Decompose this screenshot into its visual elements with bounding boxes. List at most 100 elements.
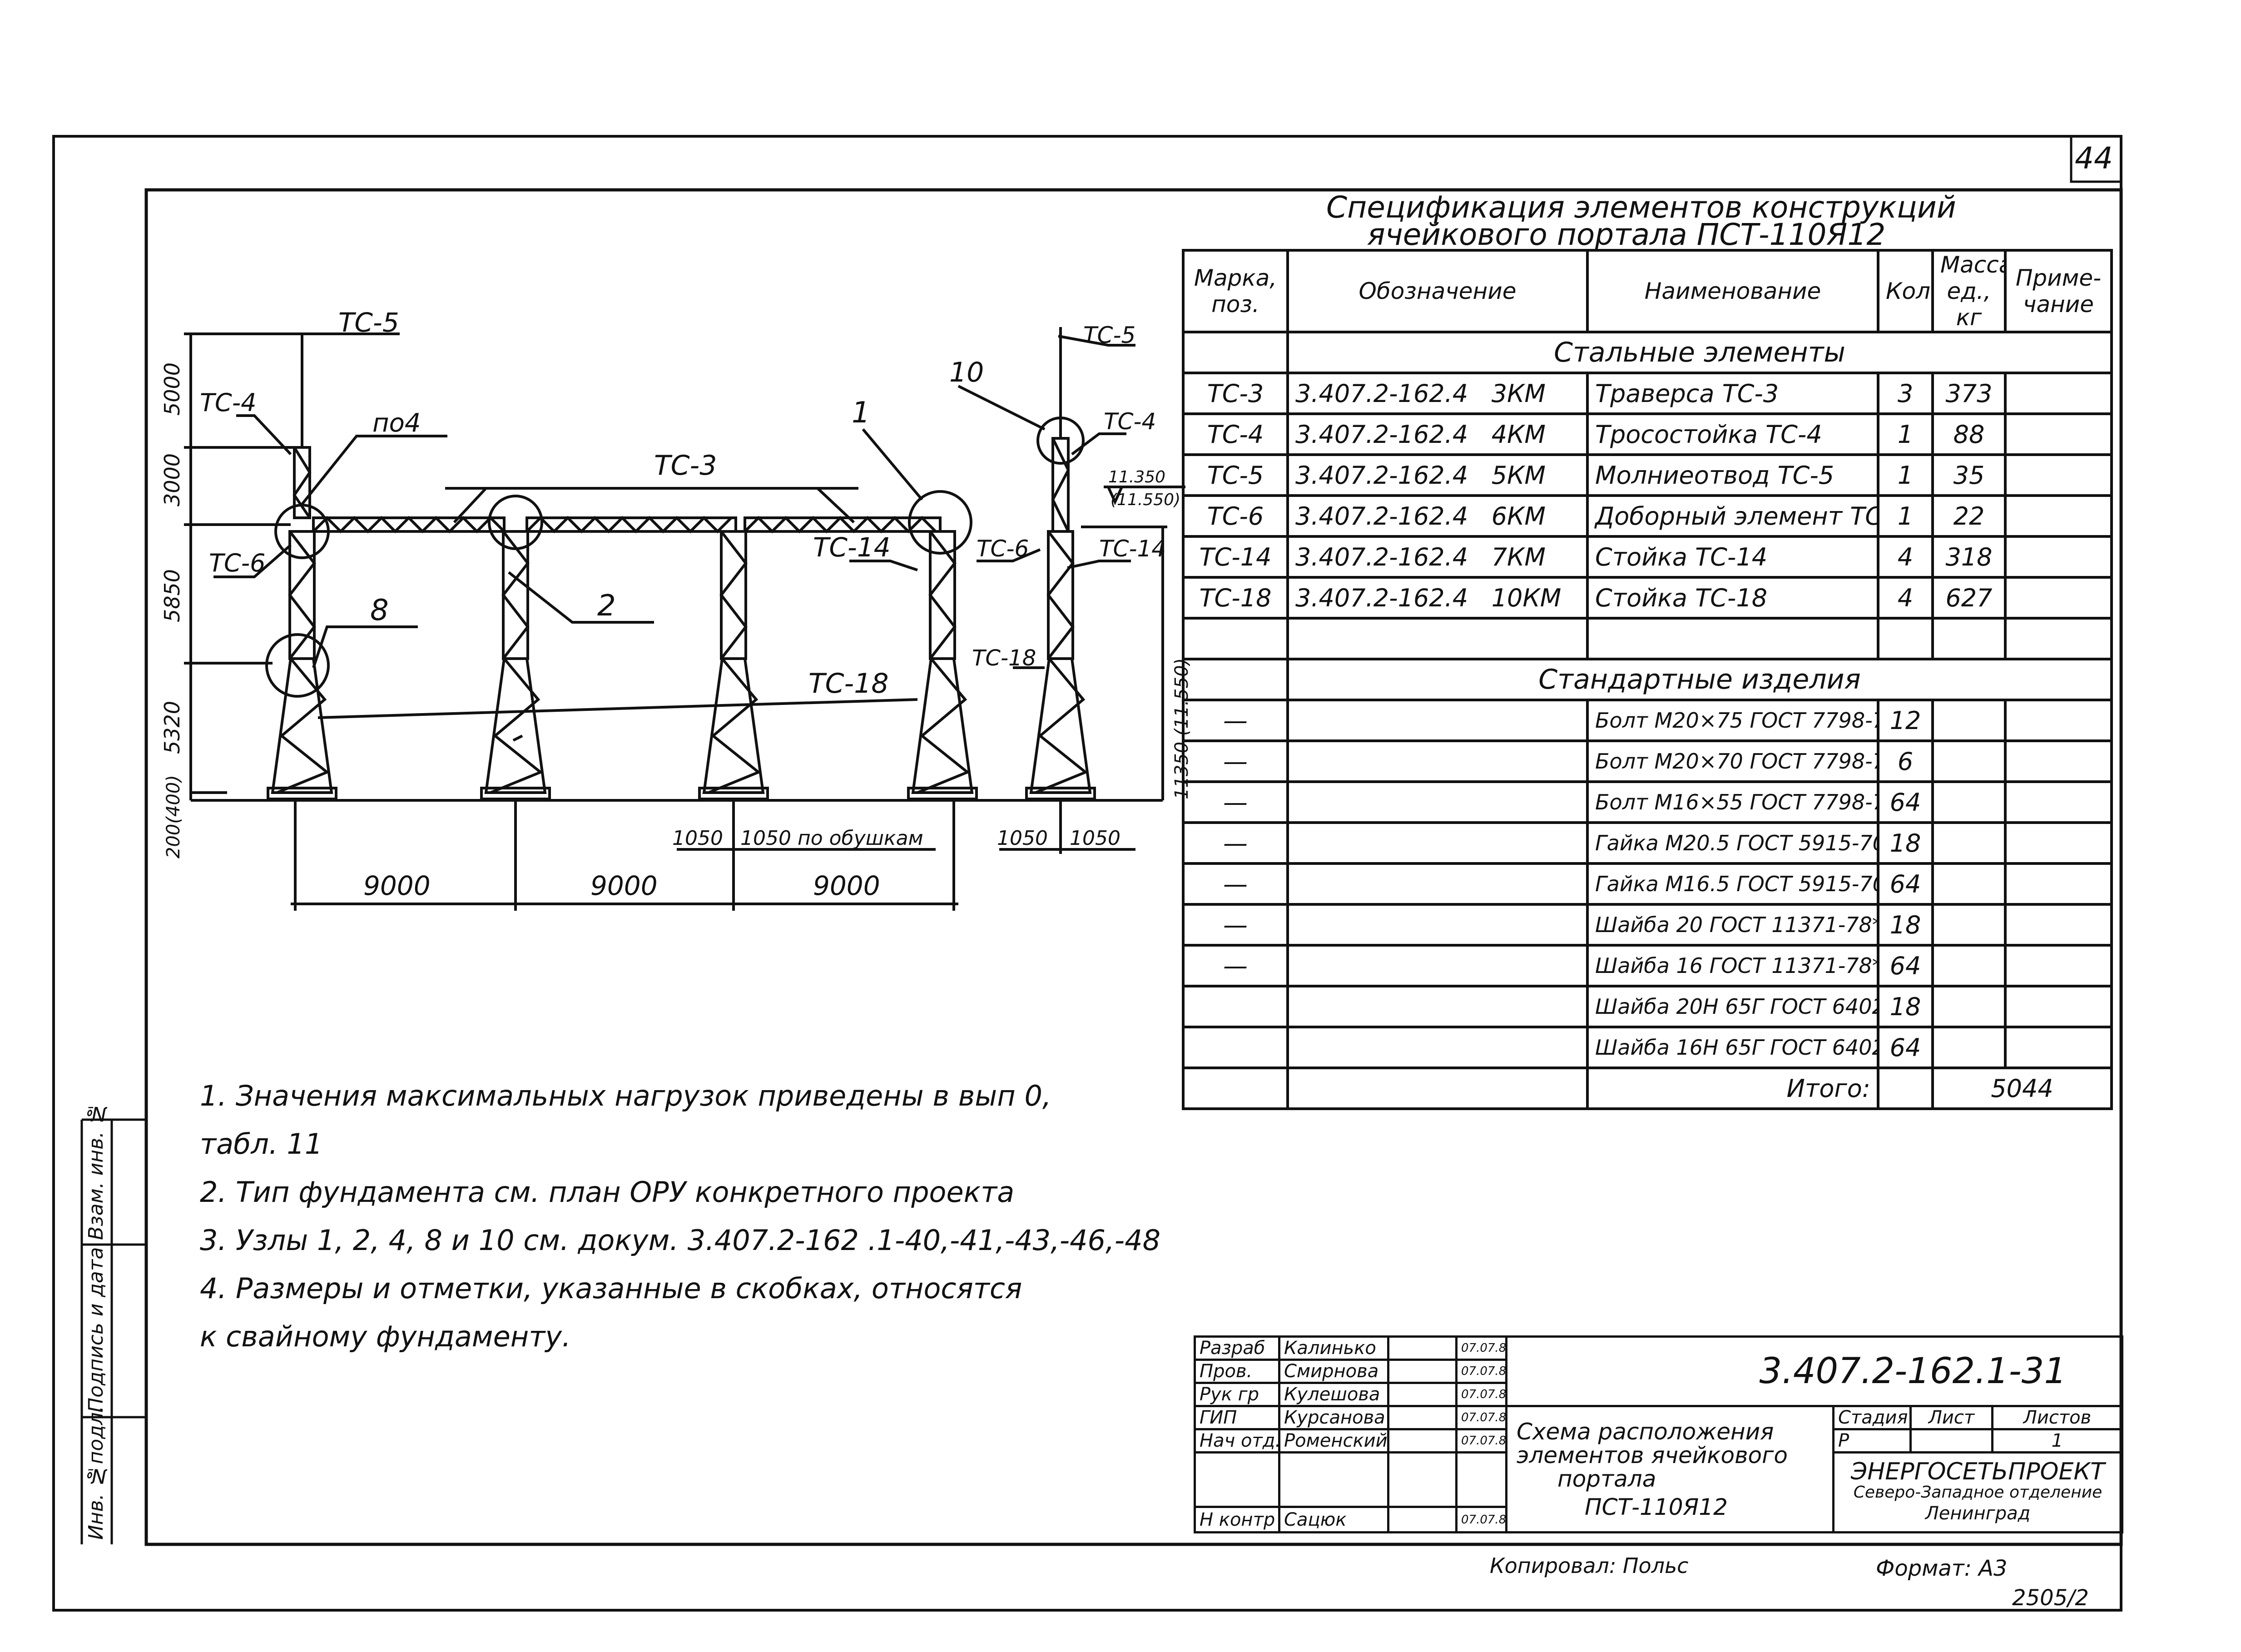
cell-designation: 3.407.2-162.4 10КМ bbox=[1286, 576, 1589, 620]
cell-qty: 1 bbox=[1877, 453, 1934, 497]
label-node2: 2 bbox=[597, 589, 616, 623]
table-row: — Шайба 20 ГОСТ 11371-78*18 bbox=[1182, 903, 2113, 947]
width-1050-b: 1050 по обушкам bbox=[740, 827, 923, 850]
label-tc14: ТС-14 bbox=[813, 532, 891, 563]
cell-note bbox=[2004, 453, 2113, 497]
table-row: ТС-5 3.407.2-162.4 5КМ Молниеотвод ТС-5 … bbox=[1182, 453, 2113, 497]
header-mass: Масса ед., кг bbox=[1931, 249, 2007, 333]
label-node10: 10 bbox=[949, 357, 984, 388]
table-row: — Болт М20×75 ГОСТ 7798-70*12 bbox=[1182, 699, 2113, 742]
cell-mark: — bbox=[1182, 699, 1289, 742]
section-row: Стандартные изделия bbox=[1182, 658, 2113, 701]
width-1050-a: 1050 bbox=[672, 827, 723, 850]
notes: 1. Значения максимальных нагрузок привед… bbox=[200, 1072, 1160, 1361]
node-circle bbox=[908, 490, 972, 555]
role-cell: Пров. bbox=[1194, 1359, 1280, 1384]
organization: ЭНЕРГОСЕТЬПРОЕКТ Северо-Западное отделен… bbox=[1832, 1451, 2123, 1533]
role-cell: Разраб bbox=[1194, 1335, 1280, 1361]
label-tc5-right: ТС-5 bbox=[1083, 322, 1135, 348]
date-cell: 07.07.8 bbox=[1455, 1382, 1507, 1407]
cell-name: Шайба 20 ГОСТ 11371-78* bbox=[1586, 903, 1879, 947]
cell-name: Болт М16×55 ГОСТ 7798-70* bbox=[1586, 780, 1879, 824]
note-line: табл. 11 bbox=[200, 1127, 323, 1161]
cell-note bbox=[2004, 372, 2113, 415]
cell-qty: 18 bbox=[1877, 903, 1934, 947]
table-row-empty bbox=[1182, 617, 2113, 660]
cell-mass: 22 bbox=[1931, 494, 2007, 538]
spec-table: Марка, поз. Обозначение Наименование Кол… bbox=[1182, 249, 2113, 1110]
cell-qty: 64 bbox=[1877, 780, 1934, 824]
cell-mark bbox=[1182, 1026, 1289, 1069]
cell-qty: 4 bbox=[1877, 535, 1934, 579]
header-mark: Марка, поз. bbox=[1182, 249, 1289, 333]
table-row: ТС-6 3.407.2-162.4 6КМ Доборный элемент … bbox=[1182, 494, 2113, 538]
note-line: 1. Значения максимальных нагрузок привед… bbox=[200, 1079, 1051, 1112]
cell-designation: 3.407.2-162.4 4КМ bbox=[1286, 412, 1589, 456]
cell-qty: 3 bbox=[1877, 372, 1934, 415]
node-circle bbox=[265, 633, 330, 698]
cell-mark: — bbox=[1182, 780, 1289, 824]
cell-qty: 4 bbox=[1877, 576, 1934, 620]
cell-qty: 64 bbox=[1877, 1026, 1934, 1069]
date-cell: 07.07.8 bbox=[1455, 1335, 1507, 1361]
cell-name: Болт М20×75 ГОСТ 7798-70* bbox=[1586, 699, 1879, 742]
cell-name: Гайка М20.5 ГОСТ 5915-70* bbox=[1586, 821, 1879, 865]
role-cell: Нач отд. bbox=[1194, 1428, 1280, 1454]
name-cell: Калинько bbox=[1278, 1335, 1389, 1361]
table-row: Шайба 16Н 65Г ГОСТ 6402-70*64 bbox=[1182, 1026, 2113, 1069]
table-row: — Болт М16×55 ГОСТ 7798-70*64 bbox=[1182, 780, 2113, 824]
tower-tc18 bbox=[271, 657, 1092, 794]
cell-qty: 12 bbox=[1877, 699, 1934, 742]
cell-qty: 18 bbox=[1877, 985, 1934, 1028]
cell-note bbox=[2004, 535, 2113, 579]
cell-name: Болт М20×70 ГОСТ 7798-70* bbox=[1586, 739, 1879, 783]
date-cell: 07.07.8 bbox=[1455, 1428, 1507, 1454]
total-label: Итого: bbox=[1586, 1067, 1879, 1110]
node-circle bbox=[274, 504, 330, 559]
label-node8: 8 bbox=[370, 594, 389, 627]
cell-mark: — bbox=[1182, 821, 1289, 865]
label-tc18-right: ТС-18 bbox=[972, 645, 1036, 671]
label-tc3: ТС-3 bbox=[654, 450, 717, 481]
cell-name: Стойка ТС-14 bbox=[1586, 535, 1879, 579]
label-node1: 1 bbox=[852, 396, 870, 430]
signature-cell bbox=[1387, 1506, 1458, 1533]
cell-mark: ТС-4 bbox=[1182, 412, 1289, 456]
cell-note bbox=[2004, 412, 2113, 456]
archive-number: 2505/2 bbox=[2012, 1585, 2089, 1611]
cell-note bbox=[2004, 494, 2113, 538]
signature-cell bbox=[1387, 1428, 1458, 1454]
cell-designation: 3.407.2-162.4 7КМ bbox=[1286, 535, 1589, 579]
signature-cell bbox=[1387, 1359, 1458, 1384]
sheet-number: 44 bbox=[2075, 141, 2113, 176]
title-block: Разраб Калинько 07.07.8 3.407.2-162.1-31… bbox=[1194, 1335, 2123, 1533]
width-1050-d: 1050 bbox=[1070, 827, 1120, 850]
cell-mark: — bbox=[1182, 739, 1289, 783]
date-cell: 07.07.8 bbox=[1455, 1359, 1507, 1384]
cell-name: Шайба 16 ГОСТ 11371-78* bbox=[1586, 944, 1879, 987]
cell-name: Шайба 16Н 65Г ГОСТ 6402-70* bbox=[1586, 1026, 1879, 1069]
node-circle bbox=[1036, 417, 1085, 465]
name-cell: Кулешова bbox=[1278, 1382, 1389, 1407]
header-name: Наименование bbox=[1586, 249, 1879, 333]
table-row: —Шайба 16 ГОСТ 11371-78*64 bbox=[1182, 944, 2113, 987]
label-tc4-right: ТС-4 bbox=[1104, 408, 1156, 435]
cell-mark: ТС-6 bbox=[1182, 494, 1289, 538]
cell-mass: 318 bbox=[1931, 535, 2007, 579]
role-cell: Рук гр bbox=[1194, 1382, 1280, 1407]
cell-qty: 64 bbox=[1877, 944, 1934, 987]
spec-title-line1: Спецификация элементов конструкций bbox=[1326, 190, 1956, 225]
span-2: 9000 bbox=[590, 870, 658, 901]
header-note: Приме- чание bbox=[2004, 249, 2113, 333]
cell-mark: — bbox=[1182, 903, 1289, 947]
spec-title-line2: ячейкового портала ПСТ-110Я12 bbox=[1367, 217, 1886, 252]
sheet-label: Лист bbox=[1909, 1405, 1993, 1430]
cell-qty: 18 bbox=[1877, 821, 1934, 865]
name-cell: Сацюк bbox=[1278, 1506, 1389, 1533]
copied-by: Копировал: Польс bbox=[1490, 1553, 1689, 1578]
role-cell: Н контр bbox=[1194, 1506, 1280, 1533]
label-tc6-left: ТС-6 bbox=[209, 549, 266, 577]
signature-cell bbox=[1387, 1405, 1458, 1430]
table-row: ТС-18 3.407.2-162.4 10КМ Стойка ТС-18 4 … bbox=[1182, 576, 2113, 620]
cell-mass: 35 bbox=[1931, 453, 2007, 497]
